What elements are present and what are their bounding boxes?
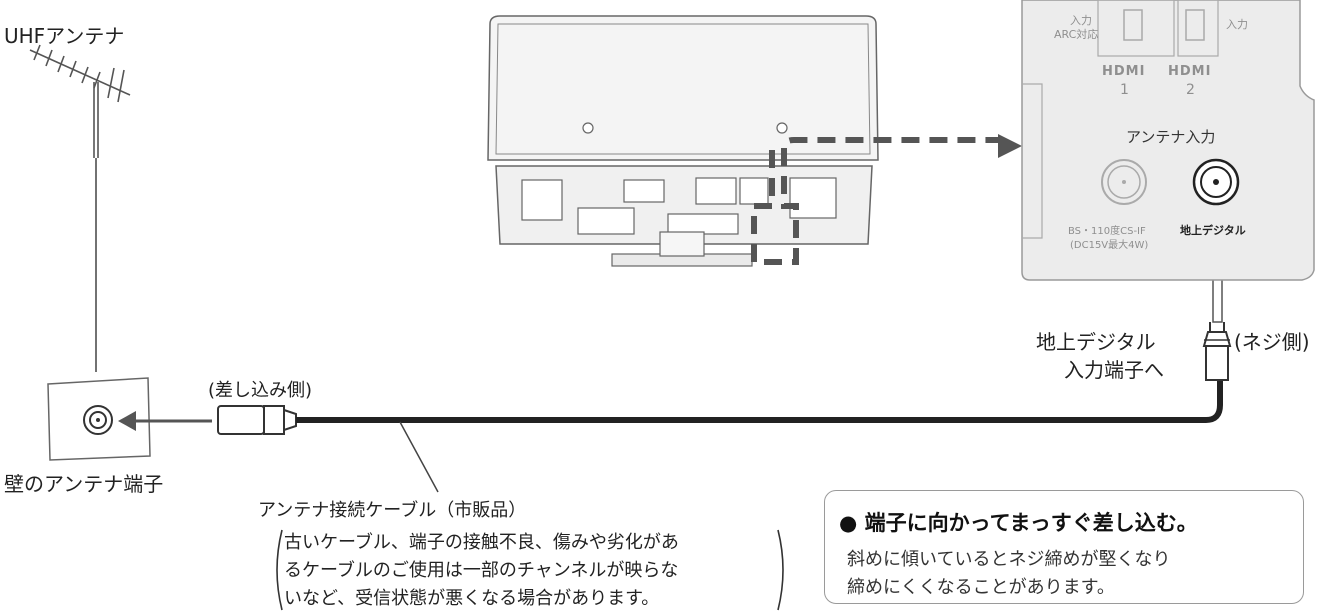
bs-label-1: BS・110度CS-IF <box>1068 226 1146 237</box>
note-title: ● 端子に向かってまっすぐ差し込む。 <box>839 507 1198 537</box>
terminal-panel-zoom <box>1021 0 1315 281</box>
caution-line-2: るケーブルのご使用は一部のチャンネルが映らな <box>284 560 679 581</box>
panel-input2-label: 入力 <box>1226 18 1248 31</box>
antenna-input-label: アンテナ入力 <box>1126 128 1216 146</box>
uhf-antenna-label: UHFアンテナ <box>4 24 125 48</box>
push-in-plug-icon <box>217 405 297 435</box>
screw-plug-icon <box>1202 322 1232 381</box>
cable-caution: 古いケーブル、端子の接触不良、傷みや劣化があ るケーブルのご使用は一部のチャンネ… <box>270 528 790 612</box>
screw-side-label: (ネジ側) <box>1234 330 1310 354</box>
hdmi2-label: HDMI <box>1168 64 1212 79</box>
cable-name-label: アンテナ接続ケーブル（市販品） <box>258 500 527 521</box>
note-line-2: 締めにくくなることがあります。 <box>847 577 1115 598</box>
terrestrial-label: 地上デジタル <box>1180 224 1246 237</box>
hdmi2-number: 2 <box>1186 82 1195 98</box>
panel-input-label: 入力 <box>1070 14 1092 27</box>
panel-arc-label: ARC対応 <box>1054 28 1099 41</box>
plug-side-label: (差し込み側) <box>208 380 313 401</box>
hdmi1-label: HDMI <box>1102 64 1146 79</box>
digital-input-label-2: 入力端子へ <box>1064 358 1164 382</box>
bs-label-2: (DC15V最大4W) <box>1070 240 1149 251</box>
uhf-antenna-icon <box>29 44 131 158</box>
caution-line-3: いなど、受信状態が悪くなる場合があります。 <box>284 588 660 609</box>
insert-arrow-icon <box>118 411 212 431</box>
caution-line-1: 古いケーブル、端子の接触不良、傷みや劣化があ <box>284 532 679 553</box>
coax-cable <box>296 380 1223 423</box>
digital-input-label-1: 地上デジタル <box>1036 330 1156 354</box>
zoom-arrow-icon <box>998 134 1022 158</box>
wall-terminal-label: 壁のアンテナ端子 <box>4 472 164 496</box>
wall-antenna-terminal-icon <box>47 377 151 461</box>
note-line-1: 斜めに傾いているとネジ締めが堅くなり <box>847 549 1171 570</box>
tv-rear-view <box>487 15 879 267</box>
note-title-text: 端子に向かってまっすぐ差し込む。 <box>864 511 1198 535</box>
note-box: ● 端子に向かってまっすぐ差し込む。 斜めに傾いているとネジ締めが堅くなり 締め… <box>824 490 1304 604</box>
note-bullet: ● <box>839 511 858 535</box>
hdmi1-number: 1 <box>1120 82 1129 98</box>
terminal-highlight <box>751 137 1000 265</box>
caution-brackets <box>276 529 784 611</box>
